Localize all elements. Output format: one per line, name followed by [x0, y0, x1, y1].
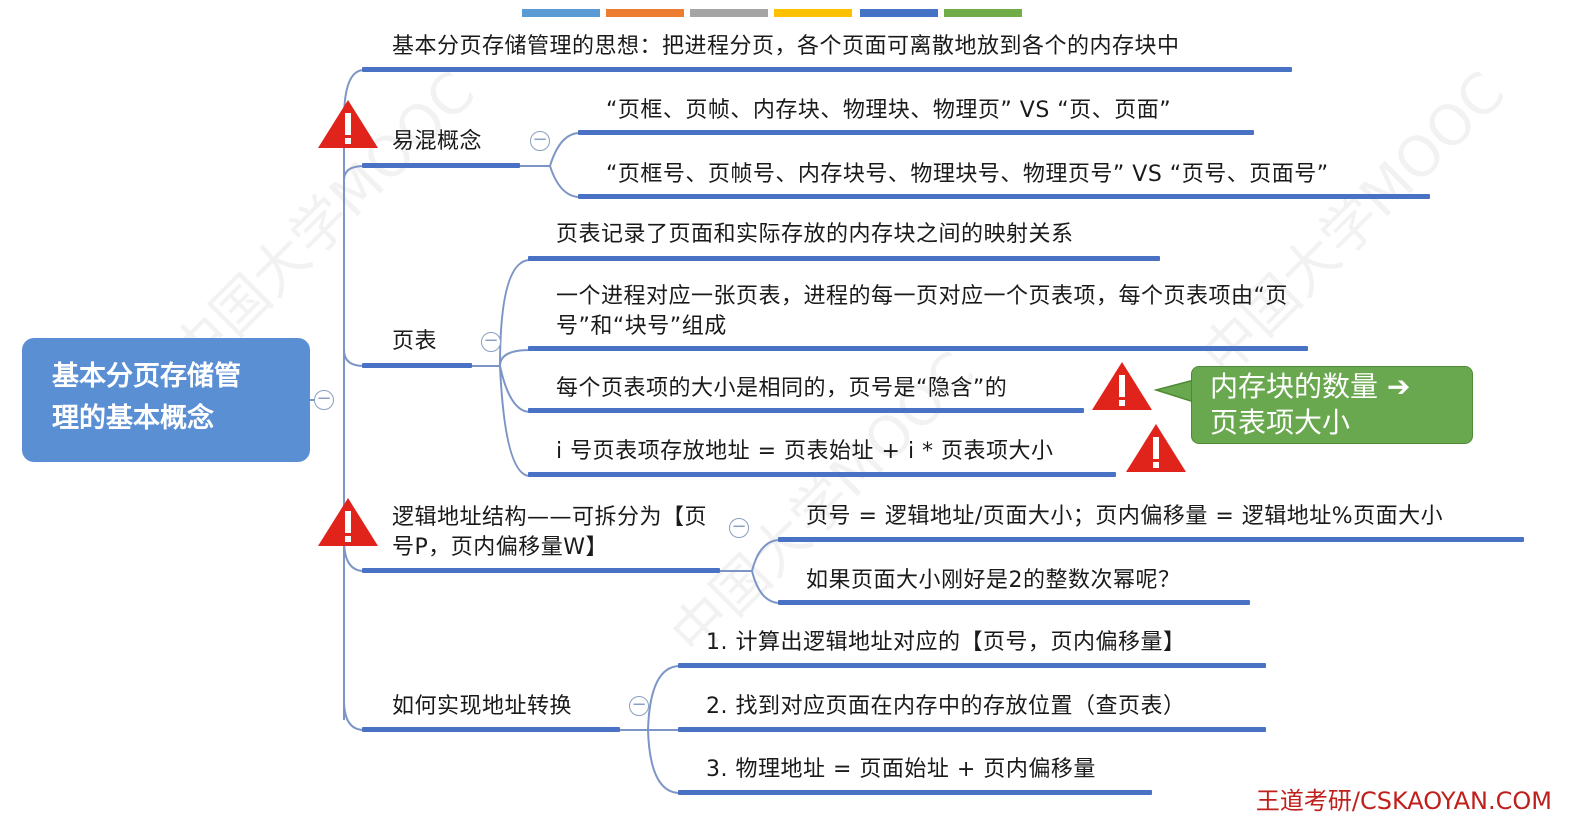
convert-item-1-underline	[678, 663, 1266, 668]
callout-pointer	[1154, 379, 1195, 404]
branch-logical-label: 逻辑地址结构——可拆分为【页号P，页内偏移量W】	[392, 505, 708, 560]
logical-item-2-underline	[778, 600, 1250, 605]
color-bar-4	[774, 9, 852, 17]
branch-logical-underline	[362, 568, 720, 573]
logical-item-1-underline	[778, 537, 1524, 542]
root-title-line2: 理的基本概念	[52, 403, 214, 434]
convert-item-3-underline	[678, 790, 1152, 795]
pagetable-item-4: i 号页表项存放地址 = 页表始址 + i * 页表项大小	[556, 439, 1054, 464]
branch-confuse-underline	[362, 163, 520, 168]
pagetable-item-4-underline	[528, 472, 1116, 477]
branch-convert-underline	[362, 727, 620, 732]
branch-idea-underline	[362, 67, 1292, 72]
warning-triangle-icon	[318, 100, 378, 148]
collapse-minus-icon[interactable]: −	[530, 131, 550, 151]
branch-idea: 基本分页存储管理的思想：把进程分页，各个页面可离散地放到各个的内存块中	[392, 34, 1180, 59]
branch-pagetable-underline	[362, 363, 472, 368]
pagetable-item-1: 页表记录了页面和实际存放的内存块之间的映射关系	[556, 222, 1074, 247]
warning-triangle-icon	[1092, 362, 1152, 410]
convert-item-3: 3. 物理地址 = 页面始址 + 页内偏移量	[706, 757, 1096, 782]
convert-item-1: 1. 计算出逻辑地址对应的【页号，页内偏移量】	[706, 630, 1186, 655]
collapse-minus-icon[interactable]: −	[729, 518, 749, 538]
root-title-line1: 基本分页存储管	[52, 361, 241, 392]
color-bar-2	[606, 9, 684, 17]
pagetable-item-2-underline	[528, 346, 1308, 351]
confuse-item-1: “页框、页帧、内存块、物理块、物理页” VS “页、页面”	[606, 98, 1172, 123]
collapse-minus-icon[interactable]: −	[629, 696, 649, 716]
color-bar-5	[860, 9, 938, 17]
confuse-item-1-underline	[578, 130, 1254, 135]
confuse-item-2: “页框号、页帧号、内存块号、物理块号、物理页号” VS “页号、页面号”	[606, 162, 1329, 187]
callout-box: 内存块的数量 ➔ 页表项大小	[1191, 366, 1473, 444]
pagetable-item-3-underline	[528, 408, 1084, 413]
pagetable-item-3: 每个页表项的大小是相同的，页号是“隐含”的	[556, 376, 1008, 401]
branch-pagetable-label: 页表	[392, 329, 438, 354]
convert-item-2-underline	[678, 727, 1266, 732]
branch-convert-label: 如何实现地址转换	[392, 694, 573, 719]
color-bar-6	[944, 9, 1022, 17]
pagetable-item-2: 一个进程对应一张页表，进程的每一页对应一个页表项，每个页表项由“页号”和“块号”…	[556, 284, 1288, 339]
collapse-minus-icon[interactable]: −	[481, 332, 501, 352]
collapse-minus-icon[interactable]: −	[314, 390, 334, 410]
color-bar-1	[522, 9, 600, 17]
warning-triangle-icon	[1126, 424, 1186, 472]
warning-triangle-icon	[318, 498, 378, 546]
root-node[interactable]: 基本分页存储管 理的基本概念	[22, 338, 310, 462]
convert-item-2: 2. 找到对应页面在内存中的存放位置（查页表）	[706, 694, 1186, 719]
pagetable-item-1-underline	[528, 256, 1160, 261]
callout-line1: 内存块的数量 ➔	[1210, 370, 1411, 403]
callout-line2: 页表项大小	[1210, 406, 1351, 439]
logical-item-2: 如果页面大小刚好是2的整数次幂呢？	[806, 568, 1181, 593]
footer-brand: 王道考研/CSKAOYAN.COM	[1255, 787, 1552, 815]
confuse-item-2-underline	[578, 194, 1430, 199]
color-bar-3	[690, 9, 768, 17]
branch-confuse-label: 易混概念	[392, 129, 483, 154]
logical-item-1: 页号 = 逻辑地址/页面大小；页内偏移量 = 逻辑地址%页面大小	[806, 504, 1444, 529]
